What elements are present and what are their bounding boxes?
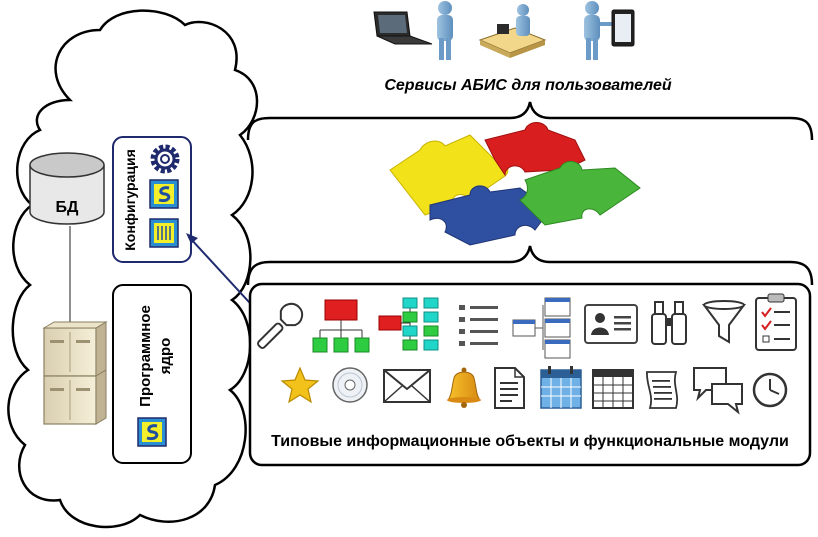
s-module-icon xyxy=(149,179,179,209)
services-title: Сервисы АБИС для пользователей xyxy=(384,77,672,94)
operator-desk-icon xyxy=(478,4,547,58)
star-icon xyxy=(280,366,320,404)
config-box: Конфигурация xyxy=(112,136,192,263)
core-s-module-icon xyxy=(137,417,167,447)
gear-icon xyxy=(150,144,180,174)
scroll-icon xyxy=(646,371,679,409)
config-label: Конфигурация xyxy=(122,149,138,251)
cd-disc-icon xyxy=(332,367,368,403)
funnel-icon xyxy=(702,300,746,344)
db-label: БД xyxy=(56,199,80,216)
bullet-list-icon xyxy=(459,305,498,346)
laptop-icon xyxy=(373,11,433,45)
services-brace xyxy=(246,101,814,141)
wrench-icon xyxy=(257,302,304,349)
user-figure-2 xyxy=(584,1,614,60)
calendar-grid-icon xyxy=(592,369,634,409)
core-label-line1: Программное xyxy=(137,305,154,407)
chat-bubbles-icon xyxy=(693,367,743,415)
core-label-line2: ядро xyxy=(157,338,174,375)
linked-list-icon xyxy=(512,297,571,359)
modules-caption: Типовые информационные объекты и функцио… xyxy=(271,433,789,450)
document-icon xyxy=(494,367,525,409)
calendar-blue-icon xyxy=(540,366,582,409)
server-stack-icon xyxy=(42,321,108,425)
puzzle-icon xyxy=(389,122,641,246)
tablet-icon xyxy=(611,9,635,47)
user-figure-1 xyxy=(437,1,453,60)
clock-icon xyxy=(752,372,788,408)
org-chart-icon xyxy=(312,299,370,353)
id-card-icon xyxy=(584,304,638,344)
core-box: Программное ядро xyxy=(112,284,192,464)
modules-brace xyxy=(246,245,814,286)
binoculars-icon xyxy=(651,301,687,345)
manual-icon xyxy=(149,218,179,248)
clipboard-checklist-icon xyxy=(755,293,797,351)
envelope-icon xyxy=(383,369,431,403)
tree-chart-icon xyxy=(378,297,439,351)
bell-icon xyxy=(446,367,482,408)
database-icon: БД xyxy=(29,152,105,225)
